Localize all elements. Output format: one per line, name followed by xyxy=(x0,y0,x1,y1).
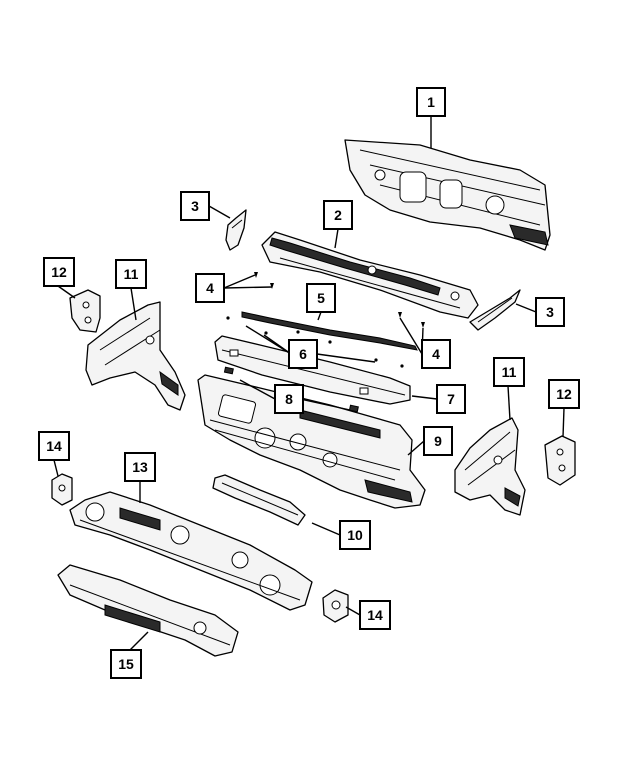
callout-10: 10 xyxy=(339,520,371,550)
part-10-reinforcement xyxy=(212,474,306,526)
callout-11-left: 11 xyxy=(115,259,147,289)
part-11-side-panel-right xyxy=(454,417,526,516)
part-4-clips xyxy=(254,272,425,328)
callout-12-left: 12 xyxy=(43,257,75,287)
svg-text:3: 3 xyxy=(191,198,199,214)
part-12-bracket-right xyxy=(544,435,576,486)
part-8-pads xyxy=(223,366,359,413)
svg-text:8: 8 xyxy=(285,391,293,407)
callout-11-right: 11 xyxy=(493,357,525,387)
svg-text:9: 9 xyxy=(434,433,442,449)
svg-text:4: 4 xyxy=(432,346,440,362)
callout-4-right: 4 xyxy=(421,339,451,369)
svg-text:11: 11 xyxy=(502,364,517,380)
part-3-bracket-right xyxy=(469,289,521,331)
part-6-fasteners xyxy=(226,316,404,368)
svg-text:15: 15 xyxy=(118,656,134,672)
svg-text:3: 3 xyxy=(546,304,554,320)
part-2-cowl-panel xyxy=(261,231,479,319)
callout-8: 8 xyxy=(274,384,304,414)
callout-5: 5 xyxy=(306,283,336,313)
svg-text:10: 10 xyxy=(347,527,363,543)
svg-text:12: 12 xyxy=(556,386,572,402)
part-9-dash-panel-lower xyxy=(197,374,426,509)
callout-3-right: 3 xyxy=(535,297,565,327)
part-14-bracket-right xyxy=(322,589,349,623)
callout-6: 6 xyxy=(288,339,318,369)
callout-14-left: 14 xyxy=(38,431,70,461)
svg-text:11: 11 xyxy=(124,266,139,282)
callout-14-right: 14 xyxy=(359,600,391,630)
svg-text:12: 12 xyxy=(51,264,67,280)
callout-13: 13 xyxy=(124,452,156,482)
callout-4-left: 4 xyxy=(195,273,225,303)
part-3-bracket-left xyxy=(225,209,247,251)
callout-2: 2 xyxy=(323,200,353,230)
callout-15: 15 xyxy=(110,649,142,679)
callout-9: 9 xyxy=(423,426,453,456)
callout-7: 7 xyxy=(436,384,466,414)
part-5-seal xyxy=(241,311,418,351)
svg-text:6: 6 xyxy=(299,346,307,362)
part-12-bracket-left xyxy=(69,289,101,333)
part-13-crossmember xyxy=(69,491,313,611)
callout-1: 1 xyxy=(416,87,446,117)
svg-text:14: 14 xyxy=(367,607,383,623)
svg-text:1: 1 xyxy=(427,94,435,110)
svg-text:14: 14 xyxy=(46,438,62,454)
part-11-side-panel-left xyxy=(85,301,186,411)
svg-text:4: 4 xyxy=(206,280,214,296)
part-15-floor-pan xyxy=(57,564,239,657)
callout-12-right: 12 xyxy=(548,379,580,409)
part-1-dash-panel xyxy=(344,139,551,251)
leader-lines xyxy=(53,116,565,651)
svg-text:7: 7 xyxy=(447,391,455,407)
part-7-crossmember xyxy=(214,335,411,405)
svg-text:13: 13 xyxy=(132,459,148,475)
part-14-bracket-left xyxy=(51,473,73,506)
svg-text:5: 5 xyxy=(317,290,325,306)
callout-3-left: 3 xyxy=(180,191,210,221)
svg-text:2: 2 xyxy=(334,207,342,223)
